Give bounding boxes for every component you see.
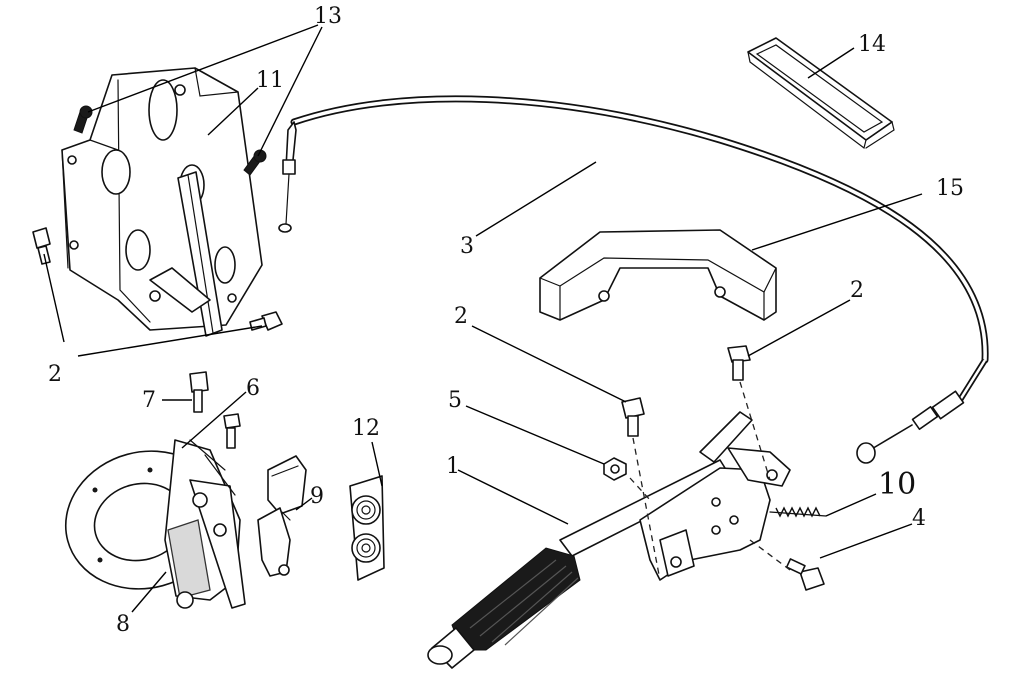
callout-4: 4 [912, 506, 926, 531]
bolt-part-2-lever-left [621, 397, 645, 437]
callout-2-center: 2 [454, 304, 468, 329]
callout-14: 14 [858, 32, 886, 57]
callout-5: 5 [448, 388, 462, 413]
assembly-line-1 [632, 437, 661, 581]
support-bracket-part-15 [539, 229, 777, 321]
assembly-line-3 [629, 477, 651, 501]
callout-10: 10 [878, 467, 917, 502]
bolt-part-2-lever-right [727, 345, 751, 381]
bolt-part-13-right [243, 149, 267, 176]
trim-pad-part-14 [747, 37, 895, 150]
callout-3: 3 [460, 234, 474, 259]
callout-9: 9 [310, 484, 324, 509]
nut-part-5 [603, 457, 627, 481]
spring-part-12 [349, 475, 385, 581]
mounting-bracket-part-11 [61, 67, 263, 337]
callout-15: 15 [936, 176, 964, 201]
leader-lines [43, 24, 923, 613]
bolt-part-2-left [32, 227, 51, 265]
assembly-line-4 [749, 539, 791, 571]
callout-6: 6 [246, 376, 260, 401]
hand-brake-lever-part-1 [427, 411, 827, 669]
callout-11: 11 [256, 68, 284, 93]
callout-7: 7 [142, 388, 156, 413]
callout-1: 1 [446, 454, 460, 479]
callout-2-left: 2 [48, 362, 62, 387]
callout-2-right: 2 [850, 278, 864, 303]
brake-disc-assembly-part-8 [64, 439, 246, 609]
clip-part-9 [257, 455, 307, 577]
callout-8: 8 [116, 612, 130, 637]
bolt-part-6 [223, 413, 241, 449]
bolt-part-13-left [73, 105, 93, 134]
callout-13: 13 [314, 4, 342, 29]
bolt-part-4 [785, 558, 825, 591]
bolt-part-7 [189, 371, 209, 413]
brake-cable-part-3 [278, 95, 989, 464]
callout-12: 12 [352, 416, 380, 441]
